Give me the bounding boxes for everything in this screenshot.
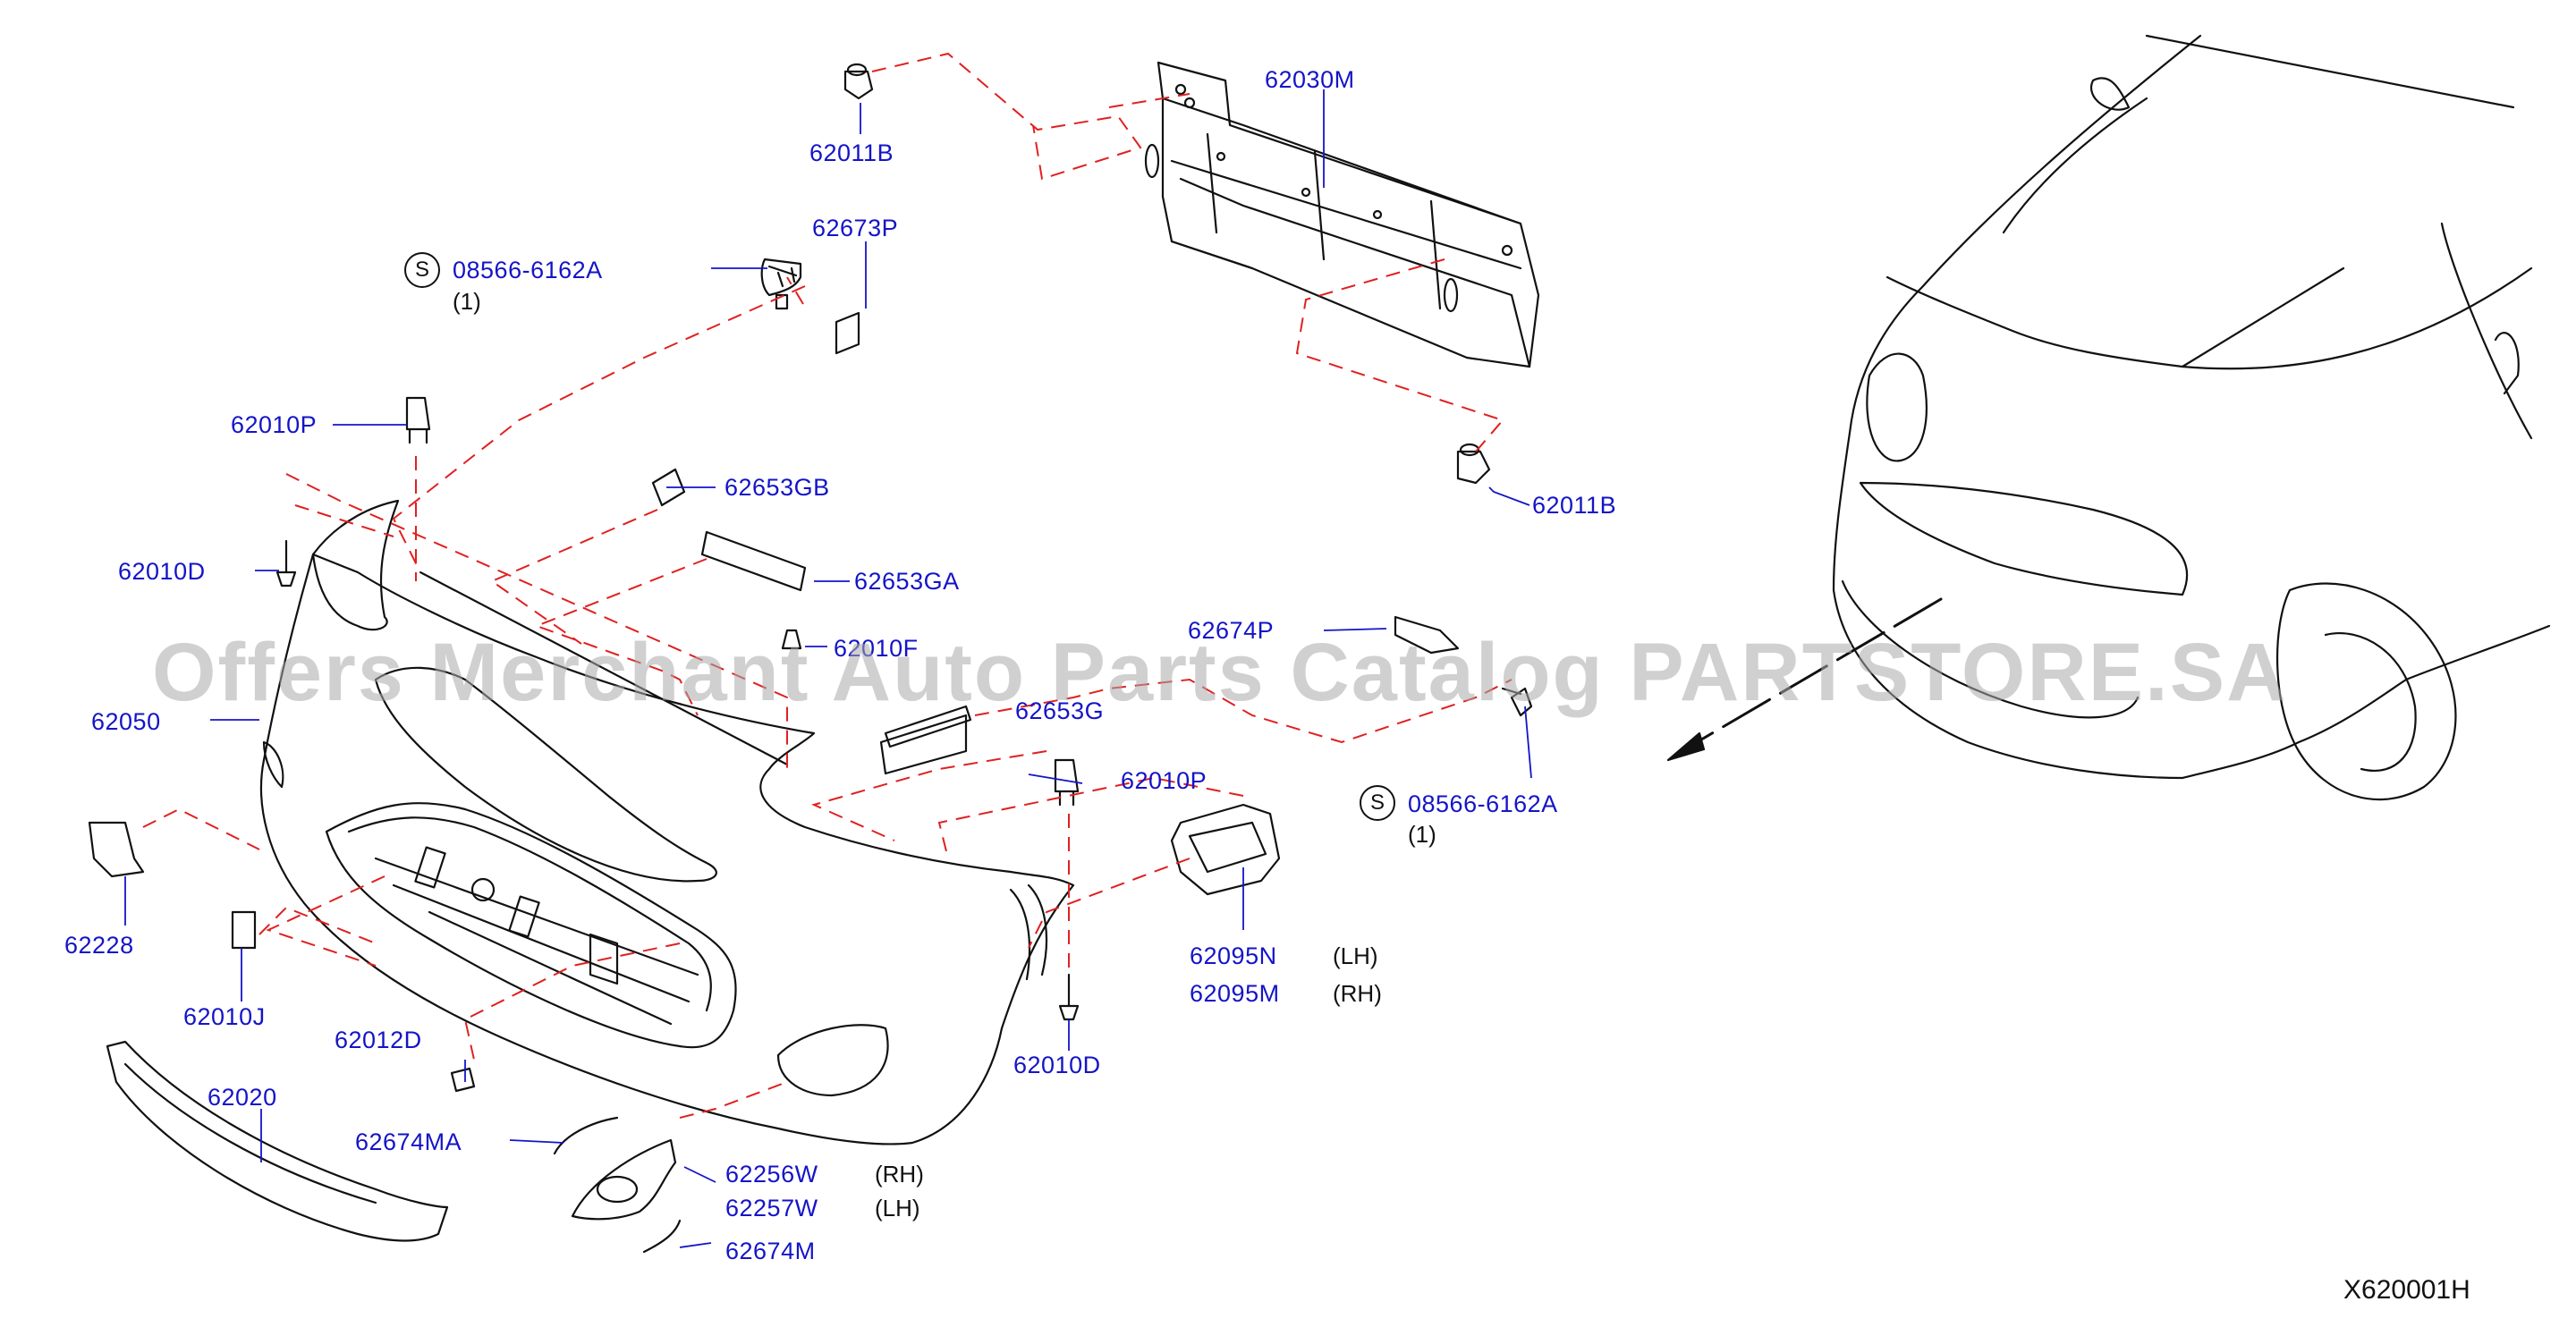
label-08566-6162A-top[interactable]: 08566-6162A xyxy=(453,257,603,283)
label-62010D-left[interactable]: 62010D xyxy=(118,558,206,585)
label-62653GB[interactable]: 62653GB xyxy=(724,474,830,501)
front-bumper-fascia xyxy=(259,499,1075,1145)
lower-spoiler xyxy=(106,1040,449,1242)
side-62256W: (RH) xyxy=(875,1161,924,1188)
label-62020[interactable]: 62020 xyxy=(208,1084,277,1111)
qty-08566-mid: (1) xyxy=(1408,821,1436,848)
label-62010P-mid[interactable]: 62010P xyxy=(1121,767,1208,794)
screws xyxy=(767,265,1522,696)
leader-lines xyxy=(124,89,1532,1248)
label-62010J[interactable]: 62010J xyxy=(183,1003,266,1030)
label-62095N[interactable]: 62095N xyxy=(1190,942,1277,969)
label-62673P[interactable]: 62673P xyxy=(812,215,899,241)
label-62030M[interactable]: 62030M xyxy=(1265,66,1355,93)
fasteners xyxy=(88,63,1533,1093)
label-08566-6162A-mid[interactable]: 08566-6162A xyxy=(1408,790,1558,817)
label-62674MA[interactable]: 62674MA xyxy=(355,1128,462,1155)
qty-08566-top: (1) xyxy=(453,288,481,315)
label-62050[interactable]: 62050 xyxy=(91,708,161,735)
label-62228[interactable]: 62228 xyxy=(64,932,134,959)
fog-lamp-covers xyxy=(553,1116,682,1254)
label-62095M[interactable]: 62095M xyxy=(1190,980,1280,1007)
screw-symbol-top: S xyxy=(404,252,440,288)
front-direction-arrow xyxy=(1666,597,1943,762)
screw-symbol-mid: S xyxy=(1360,785,1395,821)
label-62674P[interactable]: 62674P xyxy=(1188,617,1275,644)
side-62095N: (LH) xyxy=(1333,942,1378,969)
label-62010F[interactable]: 62010F xyxy=(834,635,919,662)
bumper-side-brackets xyxy=(1170,803,1281,896)
label-62011B-top[interactable]: 62011B xyxy=(809,139,894,166)
label-62674M[interactable]: 62674M xyxy=(725,1238,816,1264)
side-62095M: (RH) xyxy=(1333,980,1382,1007)
label-62012D[interactable]: 62012D xyxy=(335,1027,422,1053)
label-62257W[interactable]: 62257W xyxy=(725,1195,818,1221)
label-62011B-right[interactable]: 62011B xyxy=(1532,492,1617,519)
label-62653G[interactable]: 62653G xyxy=(1015,697,1105,724)
bumper-reinforcement xyxy=(1144,61,1540,368)
side-62257W: (LH) xyxy=(875,1195,920,1221)
assembly-guide-lines xyxy=(142,52,1513,1119)
diagram-id: X620001H xyxy=(2343,1275,2470,1305)
label-62010D-bottom[interactable]: 62010D xyxy=(1013,1052,1101,1078)
label-62256W[interactable]: 62256W xyxy=(725,1161,818,1188)
label-62010P-left[interactable]: 62010P xyxy=(231,411,318,438)
label-62653GA[interactable]: 62653GA xyxy=(854,568,960,595)
vehicle-outline xyxy=(1832,34,2551,801)
